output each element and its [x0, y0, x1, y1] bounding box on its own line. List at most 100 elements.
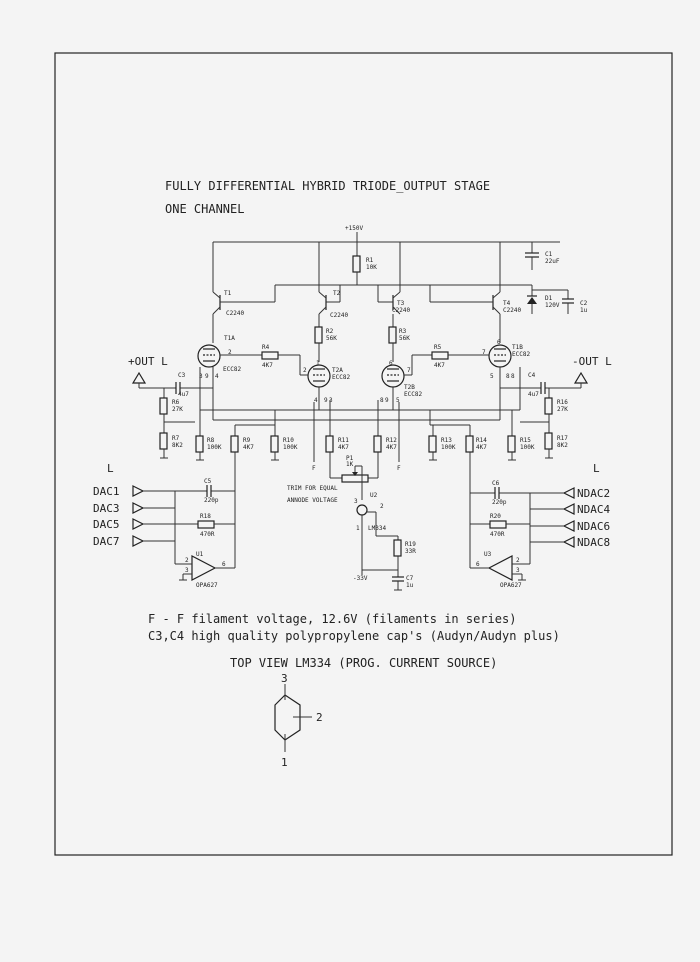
input-dac3: DAC3 — [93, 502, 120, 515]
svg-text:100K: 100K — [520, 444, 535, 451]
svg-text:P1: P1 — [346, 455, 354, 462]
capacitor-c6: C6 220p — [470, 480, 530, 506]
transistor-t4: T4 C2240 — [429, 242, 521, 315]
svg-text:OPA627: OPA627 — [196, 582, 218, 589]
svg-text:8K2: 8K2 — [557, 442, 568, 449]
svg-text:C1: C1 — [545, 251, 553, 258]
capacitor-c1: C1 22uF — [525, 242, 560, 270]
svg-text:2: 2 — [303, 367, 307, 374]
svg-text:C3: C3 — [178, 372, 186, 379]
svg-text:C6: C6 — [492, 480, 500, 487]
lm334-pin-3: 3 — [281, 672, 288, 685]
svg-text:T1B: T1B — [512, 344, 523, 351]
resistor-r6: R6 27K — [159, 388, 195, 433]
svg-text:C2240: C2240 — [330, 312, 348, 319]
opamp-u3: U3 OPA627 236 — [469, 533, 530, 589]
svg-text:9: 9 — [324, 397, 328, 404]
capacitor-c2: C2 1u — [532, 289, 588, 314]
title-line1: FULLY DIFFERENTIAL HYBRID TRIODE_OUTPUT … — [165, 179, 490, 193]
svg-text:T3: T3 — [397, 300, 405, 307]
svg-text:T2: T2 — [333, 290, 341, 297]
svg-text:470R: 470R — [490, 531, 505, 538]
regulator-u2: U2 3 2 1 LM334 — [354, 492, 398, 575]
lm334-pin-1: 1 — [281, 756, 288, 769]
filament-markers: F F — [312, 402, 401, 472]
diode-d1: D1 120V — [527, 285, 560, 314]
svg-text:R3: R3 — [399, 328, 407, 335]
svg-text:T2B: T2B — [404, 384, 415, 391]
svg-text:T4: T4 — [503, 300, 511, 307]
resistor-r19: R19 33R — [393, 536, 416, 570]
svg-text:D1: D1 — [545, 295, 553, 302]
svg-text:C5: C5 — [204, 478, 212, 485]
svg-text:ECC82: ECC82 — [332, 374, 350, 381]
svg-text:1u: 1u — [406, 582, 414, 589]
svg-text:3: 3 — [185, 567, 189, 574]
svg-text:R8: R8 — [207, 437, 215, 444]
note-caps: C3,C4 high quality polypropylene cap's (… — [148, 629, 560, 643]
svg-text:1: 1 — [316, 360, 320, 367]
svg-text:R9: R9 — [243, 437, 251, 444]
title-line2: ONE CHANNEL — [165, 202, 244, 216]
capacitor-c5: C5 220p — [175, 478, 235, 504]
svg-text:C2240: C2240 — [503, 307, 521, 314]
svg-text:R4: R4 — [262, 344, 270, 351]
negative-rail: -33V C7 1u — [353, 569, 414, 591]
svg-text:U1: U1 — [196, 551, 204, 558]
svg-text:R14: R14 — [476, 437, 487, 444]
svg-text:7: 7 — [482, 349, 486, 356]
svg-text:T2A: T2A — [332, 367, 343, 374]
svg-text:4: 4 — [215, 373, 219, 380]
svg-text:2: 2 — [516, 557, 520, 564]
trim-note-line2: ANNODE VOLTAGE — [287, 497, 338, 504]
svg-text:C4: C4 — [528, 372, 536, 379]
svg-text:100K: 100K — [441, 444, 456, 451]
svg-text:R19: R19 — [405, 541, 416, 548]
svg-text:100K: 100K — [283, 444, 298, 451]
svg-text:-33V: -33V — [353, 575, 368, 582]
svg-text:9: 9 — [205, 373, 209, 380]
resistor-r17: R17 8K2 — [544, 432, 568, 459]
svg-text:C7: C7 — [406, 575, 414, 582]
svg-text:R16: R16 — [557, 399, 568, 406]
svg-text:R17: R17 — [557, 435, 568, 442]
svg-text:R15: R15 — [520, 437, 531, 444]
resistor-r20: R20 470R — [470, 513, 530, 538]
svg-text:33R: 33R — [405, 548, 416, 555]
svg-text:6: 6 — [389, 360, 393, 367]
svg-text:6: 6 — [222, 561, 226, 568]
resistor-r7: R7 8K2 — [159, 432, 183, 459]
svg-text:100K: 100K — [207, 444, 222, 451]
dac-inputs-left: DAC1 DAC3 DAC5 DAC7 — [93, 485, 176, 564]
svg-text:1u: 1u — [580, 307, 588, 314]
supply-pos-label: +150V — [345, 225, 363, 232]
svg-text:5: 5 — [396, 397, 400, 404]
note-lm334-view: TOP VIEW LM334 (PROG. CURRENT SOURCE) — [230, 656, 497, 670]
svg-text:4K7: 4K7 — [262, 362, 273, 369]
resistor-r2: R2 56K — [314, 314, 337, 362]
svg-text:27K: 27K — [172, 406, 183, 413]
svg-text:120V: 120V — [545, 302, 560, 309]
svg-text:R18: R18 — [200, 513, 211, 520]
svg-text:ECC82: ECC82 — [404, 391, 422, 398]
svg-text:3: 3 — [329, 397, 333, 404]
svg-text:2: 2 — [380, 503, 384, 510]
transistor-t1: T1 C2240 — [212, 242, 276, 317]
svg-text:R7: R7 — [172, 435, 180, 442]
pot-p1: P1 1K TRIM FOR EQUAL ANNODE VOLTAGE — [287, 455, 369, 504]
capacitor-c4: C4 4u7 — [499, 367, 546, 398]
svg-text:1: 1 — [356, 525, 360, 532]
svg-text:U3: U3 — [484, 551, 492, 558]
svg-text:9: 9 — [385, 397, 389, 404]
svg-text:470R: 470R — [200, 531, 215, 538]
svg-text:R5: R5 — [434, 344, 442, 351]
svg-text:3: 3 — [354, 498, 358, 505]
